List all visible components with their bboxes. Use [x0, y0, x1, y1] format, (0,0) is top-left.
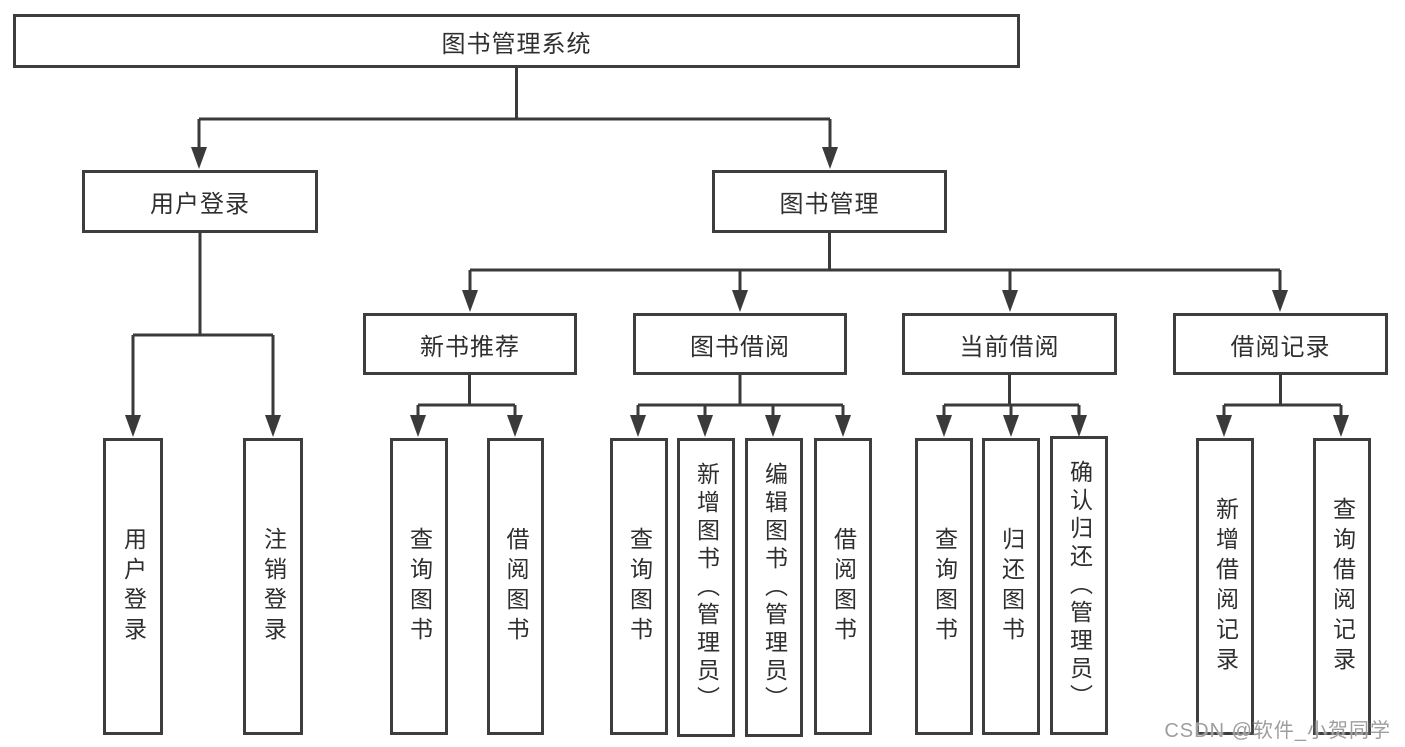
leaf-edit-book-admin: 编辑图书（管理员）: [745, 438, 803, 737]
connector-book-mgmt-to-level3: [468, 233, 1282, 293]
leaf-query-books-borrow: 查询图书: [610, 438, 668, 735]
node-borrow-records: 借阅记录: [1173, 313, 1388, 375]
node-current-borrow: 当前借阅: [902, 313, 1117, 375]
leaf-return-book: 归还图书: [982, 438, 1040, 735]
connector-recommend-to-leaves: [416, 375, 517, 418]
leaf-add-book-admin: 新增图书（管理员）: [677, 438, 735, 737]
leaf-borrow-books-recommend: 借阅图书: [487, 438, 544, 735]
watermark: CSDN @软件_小贺同学: [1164, 720, 1391, 742]
leaf-borrow-books: 借阅图书: [814, 438, 872, 735]
node-book-management: 图书管理: [712, 170, 947, 233]
connector-root-to-level2: [197, 68, 832, 150]
leaf-query-books-recommend: 查询图书: [390, 438, 448, 735]
leaf-logout: 注销登录: [243, 438, 303, 735]
node-new-book-recommend: 新书推荐: [363, 313, 577, 375]
connector-current-to-leaves: [942, 375, 1081, 418]
node-user-login: 用户登录: [82, 170, 318, 233]
leaf-query-borrow-record: 查询借阅记录: [1313, 438, 1371, 735]
node-root: 图书管理系统: [13, 14, 1020, 68]
leaf-confirm-return-admin: 确认归还（管理员）: [1050, 436, 1108, 735]
leaf-user-login: 用户登录: [103, 438, 163, 735]
leaf-add-borrow-record: 新增借阅记录: [1196, 438, 1254, 735]
node-book-borrow: 图书借阅: [633, 313, 847, 375]
connector-borrow-to-leaves: [636, 375, 845, 418]
leaf-query-books-current: 查询图书: [915, 438, 973, 735]
connector-user-login-to-leaves: [131, 233, 275, 418]
connector-records-to-leaves: [1222, 375, 1343, 418]
